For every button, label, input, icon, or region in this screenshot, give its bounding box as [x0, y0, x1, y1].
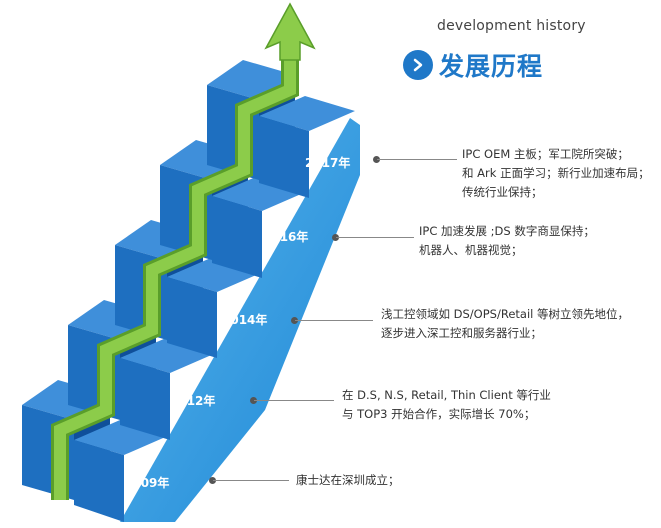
up-arrow-icon [51, 2, 316, 500]
event-line: IPC 加速发展 ;DS 数字商显保持； [419, 224, 595, 238]
staircase-ramp [120, 118, 360, 522]
year-label-2016: 2016年 [263, 230, 309, 244]
header-chinese: 发展历程 [403, 47, 543, 83]
event-line: 浅工控领域如 DS/OPS/Retail 等树立领先地位， [381, 307, 629, 321]
chevron-right-icon [403, 50, 433, 80]
event-line: 和 Ark 正面学习；新行业加速布局； [462, 166, 650, 180]
event-line: 与 TOP3 开始合作，实际增长 70%； [342, 407, 536, 421]
event-line: 逐步进入深工控和服务器行业； [381, 326, 542, 340]
event-text-2014: 浅工控领域如 DS/OPS/Retail 等树立领先地位， 逐步进入深工控和服务… [381, 305, 629, 343]
leader-line-2017 [377, 159, 457, 160]
leader-dot-2016 [332, 234, 339, 241]
event-line: 传统行业保持； [462, 185, 543, 199]
event-text-2016: IPC 加速发展 ;DS 数字商显保持； 机器人、机器视觉； [419, 222, 595, 260]
leader-dot-2014 [291, 317, 298, 324]
leader-line-2014 [295, 320, 373, 321]
header-english: development history [437, 18, 586, 34]
year-label-2009: 2009年 [124, 476, 170, 490]
event-line: 机器人、机器视觉； [419, 243, 523, 257]
leader-line-2016 [336, 237, 414, 238]
year-label-2012: 2012年 [170, 394, 216, 408]
leader-dot-2017 [373, 156, 380, 163]
year-label-2014: 2014年 [222, 313, 268, 327]
leader-line-2009 [213, 480, 289, 481]
event-line: 在 D.S, N.S, Retail, Thin Client 等行业 [342, 388, 551, 402]
event-text-2009: 康士达在深圳成立； [296, 471, 400, 490]
leader-line-2012 [254, 400, 334, 401]
year-label-2017: 2017年 [305, 156, 351, 170]
event-text-2012: 在 D.S, N.S, Retail, Thin Client 等行业 与 TO… [342, 386, 551, 424]
page-title: 发展历程 [439, 52, 544, 81]
leader-dot-2009 [209, 477, 216, 484]
event-line: 康士达在深圳成立； [296, 473, 400, 487]
event-line: IPC OEM 主板；军工院所突破； [462, 147, 629, 161]
event-text-2017: IPC OEM 主板；军工院所突破； 和 Ark 正面学习；新行业加速布局； 传… [462, 145, 650, 202]
leader-dot-2012 [250, 397, 257, 404]
